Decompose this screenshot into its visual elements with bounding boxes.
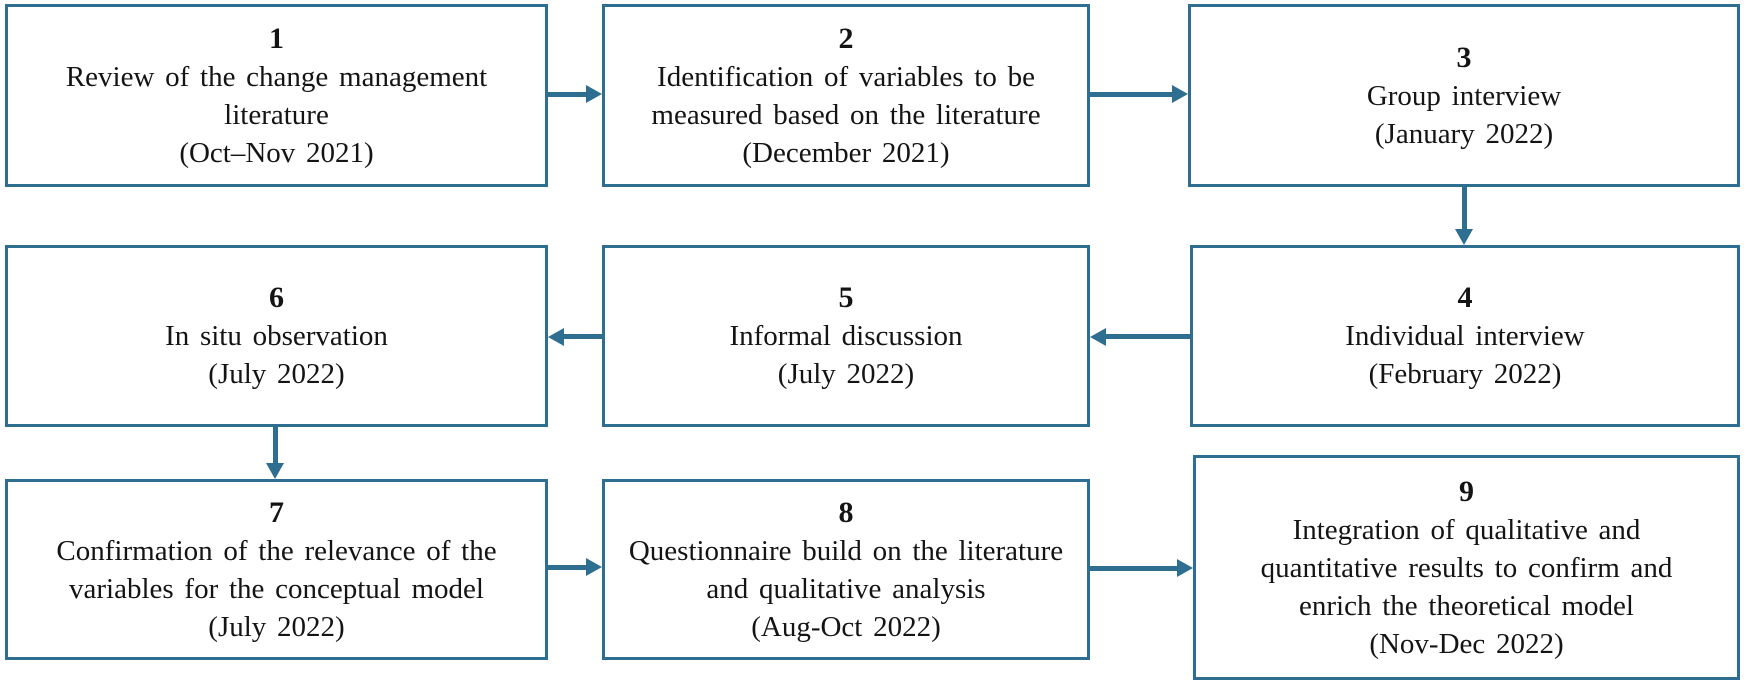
flow-step-2: 2 Identification of variables to be meas…	[602, 4, 1090, 187]
step-text: In situ observation	[165, 320, 388, 352]
arrow-7-to-8-head-icon	[586, 558, 602, 576]
step-period: (July 2022)	[208, 610, 345, 643]
step-text: Questionnaire build on the literature	[628, 534, 1064, 567]
step-period: (Aug-Oct 2022)	[751, 610, 941, 643]
step-number: 9	[1459, 474, 1474, 508]
arrow-8-to-9-shaft	[1090, 566, 1179, 571]
step-text: measured based on the literature	[651, 98, 1041, 131]
flow-step-3: 3 Group interview (January 2022)	[1188, 4, 1740, 187]
arrow-6-to-7-head-icon	[266, 463, 284, 479]
arrow-1-to-2-head-icon	[586, 85, 602, 103]
step-period: (February 2022)	[1368, 358, 1562, 390]
step-number: 4	[1457, 281, 1473, 314]
step-number: 3	[1456, 40, 1472, 74]
arrow-4-to-5-head-icon	[1090, 328, 1106, 346]
arrow-5-to-6-head-icon	[548, 328, 564, 346]
step-period: (December 2021)	[742, 136, 950, 169]
step-number: 1	[269, 21, 284, 55]
step-text: quantitative results to confirm and	[1260, 551, 1673, 584]
step-text: and qualitative analysis	[706, 572, 986, 605]
arrow-7-to-8-shaft	[548, 565, 588, 570]
step-number: 6	[269, 281, 284, 314]
arrow-8-to-9-head-icon	[1177, 559, 1193, 577]
flow-step-4: 4 Individual interview (February 2022)	[1190, 245, 1740, 427]
flow-step-8: 8 Questionnaire build on the literature …	[602, 479, 1090, 660]
arrow-3-to-4-head-icon	[1455, 229, 1473, 245]
flow-step-7: 7 Confirmation of the relevance of the v…	[5, 479, 548, 660]
step-text: Individual interview	[1345, 320, 1585, 352]
step-text: Informal discussion	[729, 320, 963, 352]
step-period: (July 2022)	[777, 358, 915, 390]
flow-step-5: 5 Informal discussion (July 2022)	[602, 245, 1090, 427]
step-text: Review of the change management	[65, 60, 488, 93]
step-text: Confirmation of the relevance of the	[56, 534, 497, 567]
flow-step-6: 6 In situ observation (July 2022)	[5, 245, 548, 427]
step-period: (Nov-Dec 2022)	[1369, 627, 1564, 660]
arrow-6-to-7-shaft	[273, 426, 278, 465]
arrow-2-to-3-head-icon	[1172, 85, 1188, 103]
step-text: enrich the theoretical model	[1299, 589, 1634, 622]
arrow-5-to-6-shaft	[562, 334, 602, 339]
arrow-2-to-3-shaft	[1090, 92, 1174, 97]
flow-step-1: 1 Review of the change management litera…	[5, 4, 548, 187]
step-text: literature	[224, 98, 329, 131]
step-text: Group interview	[1366, 79, 1562, 112]
arrow-4-to-5-shaft	[1104, 334, 1190, 339]
step-number: 5	[838, 281, 854, 314]
step-period: (Oct–Nov 2021)	[179, 136, 374, 169]
step-text: Identification of variables to be	[657, 60, 1035, 93]
arrow-3-to-4-shaft	[1462, 187, 1467, 231]
step-period: (January 2022)	[1374, 117, 1554, 150]
arrow-1-to-2-shaft	[548, 92, 588, 97]
flow-step-9: 9 Integration of qualitative and quantit…	[1193, 455, 1740, 680]
step-period: (July 2022)	[208, 358, 345, 390]
step-number: 7	[269, 495, 284, 529]
step-text: Integration of qualitative and	[1292, 513, 1641, 546]
step-text: variables for the conceptual model	[69, 572, 484, 605]
step-number: 8	[838, 495, 854, 529]
step-number: 2	[838, 21, 854, 55]
